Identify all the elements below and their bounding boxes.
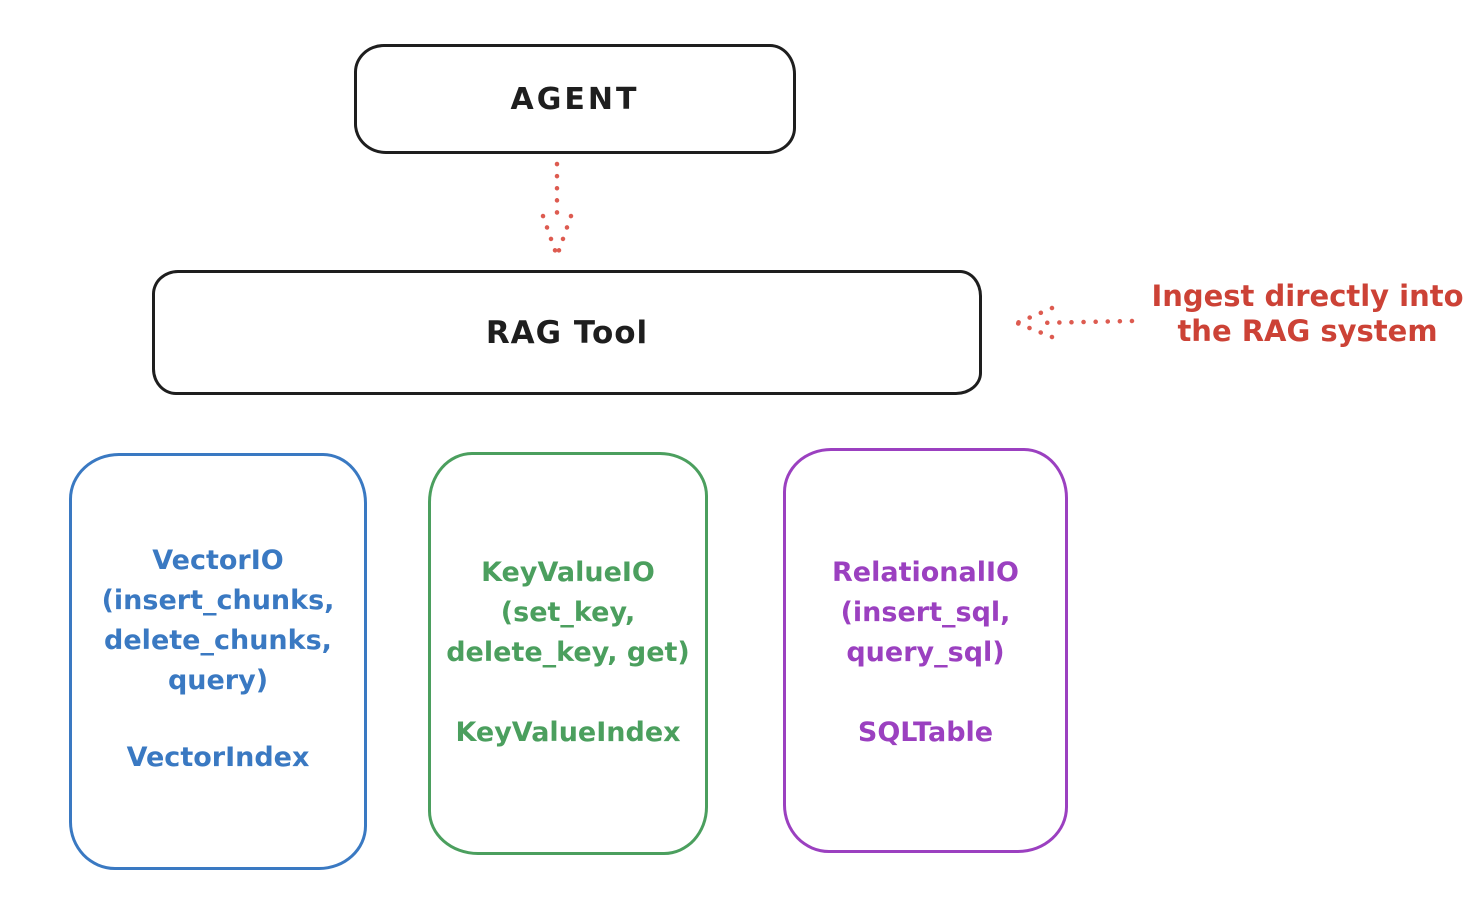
annotation-text: Ingest directly into the RAG system <box>1140 279 1475 349</box>
node-text-line: (set_key, <box>500 597 636 628</box>
node-text-line: RelationalIO <box>832 557 1019 588</box>
node-agent-label: AGENT <box>510 81 640 117</box>
vector-index-label: VectorIndex <box>126 742 310 773</box>
node-rag-tool: RAG Tool <box>152 270 982 395</box>
node-relational-io: RelationalIO (insert_sql, query_sql) SQL… <box>783 448 1068 853</box>
node-agent: AGENT <box>354 44 796 154</box>
node-text-line: (insert_sql, <box>840 597 1011 628</box>
node-text-line: VectorIO <box>152 545 284 576</box>
agent-to-ragtool-dotted-arrow <box>540 161 574 259</box>
annotation-to-ragtool-dotted-arrow <box>1014 305 1135 340</box>
annotation-line-2: the RAG system <box>1177 314 1438 348</box>
node-text-line: delete_chunks, <box>104 625 332 656</box>
node-key-value-io: KeyValueIO (set_key, delete_key, get) Ke… <box>428 452 708 855</box>
node-text-line: query) <box>167 665 269 696</box>
node-text-line: query_sql) <box>846 637 1005 668</box>
node-text-line: KeyValueIO <box>481 557 655 588</box>
node-text-line: delete_key, get) <box>446 637 690 668</box>
node-vector-io: VectorIO (insert_chunks, delete_chunks, … <box>69 453 367 870</box>
annotation-line-1: Ingest directly into <box>1151 279 1464 313</box>
key-value-index-label: KeyValueIndex <box>455 717 681 748</box>
node-text-line: (insert_chunks, <box>101 585 335 616</box>
sql-table-label: SQLTable <box>857 717 994 748</box>
node-rag-tool-label: RAG Tool <box>485 314 649 351</box>
